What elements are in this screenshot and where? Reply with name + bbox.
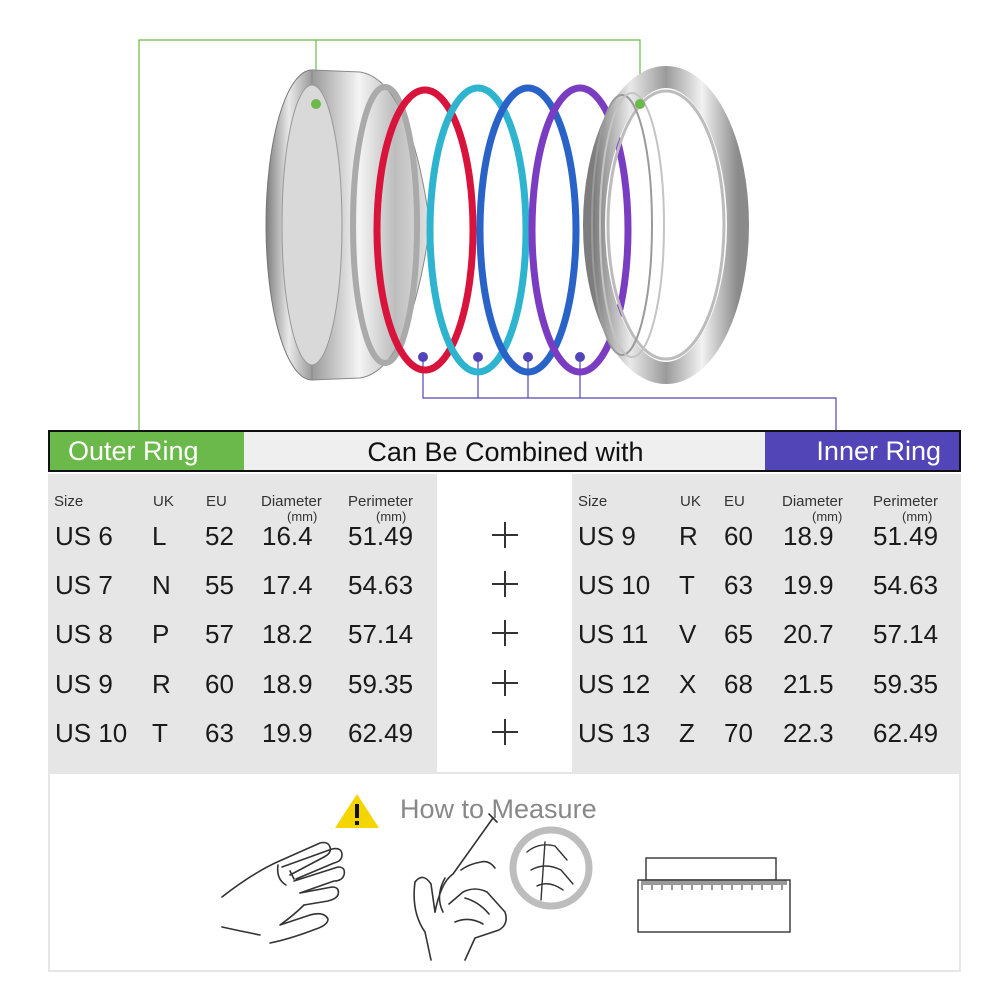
eu-cell: 52 <box>205 521 234 551</box>
size-cell: US 9 <box>55 669 113 699</box>
inner-steel-ring <box>583 66 749 384</box>
perimeter-cell: 54.63 <box>348 570 414 600</box>
diameter-cell: 18.9 <box>783 521 834 551</box>
eu-cell: 60 <box>724 521 753 551</box>
col-uk: UK <box>680 493 701 510</box>
size-cell: US 13 <box>578 718 651 748</box>
eu-cell: 63 <box>205 718 234 748</box>
diameter-cell: 19.9 <box>262 718 313 748</box>
inner-connector-lines <box>422 358 837 430</box>
perimeter-cell: 57.14 <box>873 619 939 649</box>
perimeter-cell: 62.49 <box>348 718 414 748</box>
uk-cell: T <box>679 570 695 600</box>
uk-cell: R <box>679 521 698 551</box>
warning-icon <box>335 794 379 828</box>
size-cell: US 10 <box>578 570 651 600</box>
inner-size-table: Size UK EU Diameter Perimeter (mm) (mm) … <box>572 474 961 772</box>
size-cell: US 8 <box>55 619 113 649</box>
plus-icon <box>490 569 520 599</box>
outer-size-table: Size UK EU Diameter (mm) Perimeter (mm) … <box>48 474 437 772</box>
col-diameter-unit: (mm) <box>287 509 318 524</box>
col-eu: EU <box>206 493 227 510</box>
eu-cell: 60 <box>205 669 234 699</box>
outer-ring-label: Outer Ring <box>50 432 244 470</box>
uk-cell: V <box>679 619 697 649</box>
ruler-icon <box>637 857 791 933</box>
perimeter-cell: 51.49 <box>348 521 414 551</box>
plus-icon <box>490 668 520 698</box>
uk-cell: X <box>679 669 697 699</box>
perimeter-cell: 62.49 <box>873 718 939 748</box>
uk-cell: Z <box>679 718 695 748</box>
uk-cell: R <box>152 669 171 699</box>
how-to-measure-title: How to Measure <box>400 794 597 824</box>
eu-cell: 68 <box>724 669 753 699</box>
perimeter-cell: 59.35 <box>873 669 939 699</box>
size-cell: US 11 <box>578 619 649 649</box>
size-cell: US 10 <box>55 718 128 748</box>
col-perimeter-unit: (mm) <box>902 509 933 524</box>
plus-icon <box>490 520 520 550</box>
col-perimeter: Perimeter <box>348 493 414 510</box>
col-perimeter: Perimeter <box>873 493 939 510</box>
plus-icon <box>490 717 520 747</box>
hand-icon <box>221 841 346 944</box>
size-cell: US 9 <box>578 521 636 551</box>
hand-measure-icon <box>413 813 593 961</box>
col-diameter-unit: (mm) <box>812 509 843 524</box>
eu-cell: 55 <box>205 570 234 600</box>
diameter-cell: 21.5 <box>783 669 834 699</box>
col-uk: UK <box>153 493 174 510</box>
perimeter-cell: 57.14 <box>348 619 414 649</box>
diameter-cell: 18.2 <box>262 619 313 649</box>
outer-steel-ring <box>265 69 431 381</box>
diameter-cell: 16.4 <box>262 521 313 551</box>
col-perimeter-unit: (mm) <box>376 509 407 524</box>
uk-cell: P <box>152 619 170 649</box>
diameter-cell: 20.7 <box>783 619 834 649</box>
col-size: Size <box>578 493 608 510</box>
col-diameter: Diameter <box>782 493 843 510</box>
perimeter-cell: 54.63 <box>873 570 939 600</box>
uk-cell: N <box>152 570 171 600</box>
plus-icon <box>490 618 520 648</box>
eu-cell: 63 <box>724 570 753 600</box>
size-cell: US 12 <box>578 669 651 699</box>
eu-cell: 57 <box>205 619 234 649</box>
uk-cell: T <box>152 718 168 748</box>
connector-dots <box>311 99 645 362</box>
inner-ring-label: Inner Ring <box>765 432 959 470</box>
size-cell: US 7 <box>55 570 113 600</box>
combined-with-label: Can Be Combined with <box>367 437 644 467</box>
col-eu: EU <box>724 493 745 510</box>
uk-cell: L <box>152 521 167 551</box>
eu-cell: 65 <box>724 619 753 649</box>
rings-illustration <box>138 39 837 430</box>
how-to-measure-panel <box>48 772 961 972</box>
perimeter-cell: 51.49 <box>873 521 939 551</box>
size-cell: US 6 <box>55 521 113 551</box>
diameter-cell: 17.4 <box>262 570 313 600</box>
diameter-cell: 19.9 <box>783 570 834 600</box>
col-size: Size <box>54 493 84 510</box>
col-diameter: Diameter <box>261 493 322 510</box>
diameter-cell: 22.3 <box>783 718 834 748</box>
colored-inner-rings <box>373 84 632 376</box>
eu-cell: 70 <box>724 718 753 748</box>
ring-header-bar: Outer Ring Can Be Combined with Inner Ri… <box>48 430 961 472</box>
diameter-cell: 18.9 <box>262 669 313 699</box>
perimeter-cell: 59.35 <box>348 669 414 699</box>
